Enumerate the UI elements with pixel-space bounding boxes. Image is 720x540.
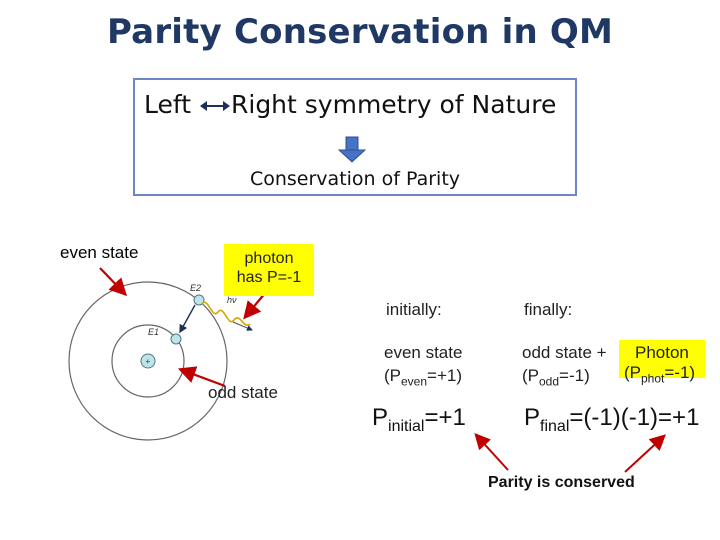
- photon-callout-line2: has P=-1: [236, 269, 302, 286]
- left-right-arrow-icon: [200, 101, 230, 111]
- p-initial-equation: Pinitial=+1: [372, 404, 466, 435]
- odd-state-arrow-icon: [177, 366, 226, 388]
- photon-highlight: [619, 340, 705, 378]
- conserved-arrow-right-icon: [624, 434, 666, 473]
- photon-arrow-icon: [243, 291, 267, 320]
- even-state-cell: even state: [384, 343, 463, 362]
- atom-diagram: +: [68, 281, 253, 441]
- conserved-arrow-left-icon: [474, 433, 509, 471]
- hnu-label: hν: [227, 295, 237, 305]
- finally-label: finally:: [524, 300, 573, 319]
- photon-callout-line1: photon: [244, 250, 294, 267]
- symmetry-box: [133, 78, 577, 196]
- initially-label: initially:: [386, 300, 442, 319]
- photon-cell: Photon: [635, 343, 689, 362]
- page-title: Parity Conservation in QM: [106, 12, 614, 52]
- level-e2-label: E2: [190, 283, 202, 293]
- p-odd-cell: (Podd=-1): [522, 366, 590, 389]
- parity-conserved-label: Parity is conserved: [488, 474, 635, 491]
- conservation-label: Conservation of Parity: [249, 168, 461, 190]
- svg-text:+: +: [146, 357, 151, 366]
- down-arrow-icon: [337, 136, 367, 163]
- odd-state-cell: odd state +: [522, 343, 607, 362]
- even-state-label: even state: [60, 243, 139, 262]
- p-even-cell: (Peven=+1): [384, 366, 463, 389]
- even-state-arrow-icon: [99, 267, 128, 297]
- symmetry-left-label: Left: [144, 90, 192, 119]
- photon-callout: photon has P=-1: [224, 244, 314, 296]
- p-phot-cell: (Pphot=-1): [624, 363, 696, 386]
- odd-state-label: odd state: [208, 383, 278, 402]
- symmetry-right-label: Right symmetry of Nature: [231, 90, 557, 119]
- p-final-equation: Pfinal=(-1)(-1)=+1: [524, 404, 700, 435]
- level-e1-label: E1: [148, 327, 160, 337]
